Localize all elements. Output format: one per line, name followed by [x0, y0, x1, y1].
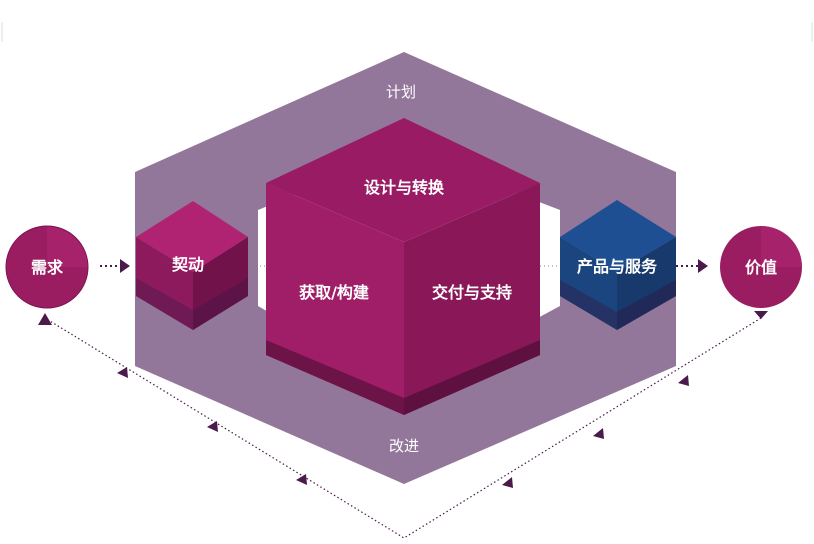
improve-label: 改进 [389, 437, 419, 455]
plan-label: 计划 [386, 83, 416, 101]
engage-cube [136, 201, 248, 330]
main-left-label: 获取/构建 [299, 283, 369, 302]
demand-to-engage-arrow [100, 259, 130, 273]
feedback-loop-arrowheads [38, 311, 768, 488]
main-right-label: 交付与支持 [432, 283, 512, 302]
value-node [720, 226, 802, 308]
engage-label: 契动 [171, 255, 204, 274]
product-label: 产品与服务 [577, 257, 658, 276]
feedback-loop [44, 317, 762, 539]
main-top-label: 设计与转换 [364, 178, 445, 197]
product-to-value-arrow [676, 259, 708, 273]
demand-node [5, 225, 89, 309]
demand-label: 需求 [31, 258, 64, 277]
value-label: 价值 [745, 258, 777, 277]
product-cube [560, 200, 676, 330]
main-cube [266, 118, 540, 415]
plan-improve-frame [135, 52, 676, 484]
